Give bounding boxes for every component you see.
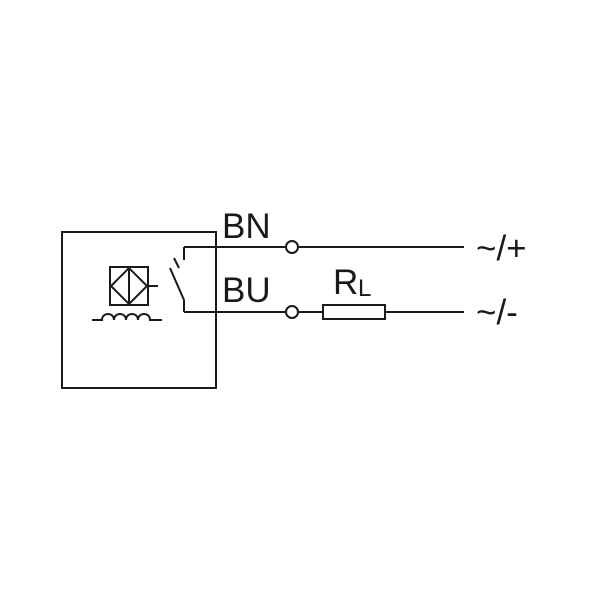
inductive-sensor-icon <box>109 266 158 306</box>
wire-label-bu: BU <box>222 271 271 310</box>
coil-icon <box>92 313 162 321</box>
terminal-label-positive: ~/+ <box>476 229 527 268</box>
switch-contact-icon <box>169 257 185 301</box>
load-label-main: R <box>333 263 358 302</box>
sensor-housing <box>61 231 217 389</box>
load-label-subscript: L <box>358 275 371 302</box>
terminal-brown <box>285 240 299 254</box>
wire-label-bn: BN <box>222 207 271 246</box>
load-label: R L <box>333 263 371 302</box>
terminal-label-negative: ~/- <box>476 293 518 332</box>
load-resistor <box>322 304 386 320</box>
terminal-blue <box>285 305 299 319</box>
